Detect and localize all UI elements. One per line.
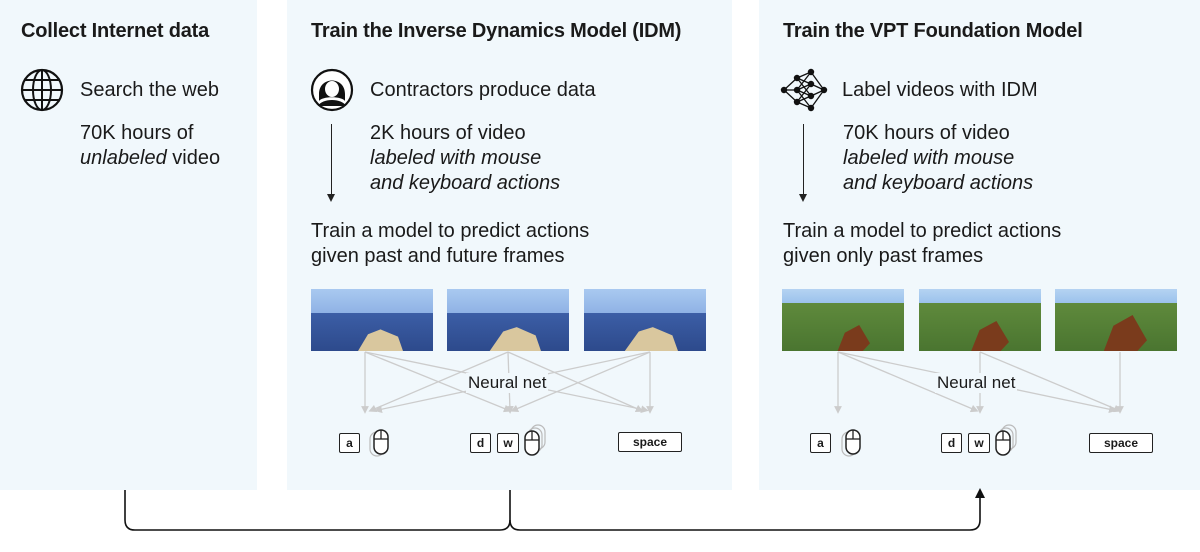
contractor-avatar-icon — [310, 68, 354, 112]
labeled-label: labeled with mouse — [843, 147, 1015, 169]
key-d: d — [470, 433, 491, 453]
vpt-neural-net-label: Neural net — [935, 373, 1018, 393]
train-line-2: given only past frames — [783, 245, 984, 267]
vpt-frame-1 — [782, 289, 904, 351]
train-line-2: given past and future frames — [311, 245, 565, 267]
step-label: Label videos with IDM — [842, 79, 1038, 101]
hours-label: 70K hours of video — [843, 122, 1010, 144]
key-d: d — [941, 433, 962, 453]
key-a: a — [339, 433, 360, 453]
key-w: w — [497, 433, 519, 453]
idm-neural-net-label: Neural net — [466, 373, 549, 393]
idm-frame-1 — [311, 289, 433, 351]
idm-frame-3 — [584, 289, 706, 351]
train-line-1: Train a model to predict actions — [783, 220, 1062, 242]
mouse-icon — [841, 429, 861, 457]
panel-collect-internet-data: Collect Internet data Search the web 70K… — [0, 0, 257, 490]
actions-label: and keyboard actions — [370, 172, 561, 194]
actions-label: and keyboard actions — [843, 172, 1034, 194]
step-label: Contractors produce data — [370, 79, 596, 101]
flow-connector — [124, 490, 981, 531]
panel-title: Collect Internet data — [21, 20, 210, 42]
unlabeled-word: unlabeled — [80, 147, 167, 169]
vpt-frame-3 — [1055, 289, 1177, 351]
train-line-1: Train a model to predict actions — [311, 220, 590, 242]
down-arrow — [327, 124, 335, 202]
neural-network-icon — [780, 68, 828, 112]
mouse-icon — [995, 424, 1017, 456]
vpt-frame-2 — [919, 289, 1041, 351]
panel-title: Train the VPT Foundation Model — [783, 20, 1083, 42]
flow-arrowhead — [975, 488, 985, 498]
key-w: w — [968, 433, 990, 453]
key-a: a — [810, 433, 831, 453]
video-word: video — [166, 147, 221, 169]
labeled-label: labeled with mouse — [370, 147, 542, 169]
down-arrow — [799, 124, 807, 202]
unlabeled-video-label: unlabeled video — [80, 146, 220, 171]
mouse-icon — [524, 424, 546, 456]
step-label: Search the web — [80, 79, 219, 101]
globe-icon — [20, 68, 64, 112]
key-space: space — [618, 432, 682, 452]
idm-frame-2 — [447, 289, 569, 351]
panel-title: Train the Inverse Dynamics Model (IDM) — [311, 20, 682, 42]
mouse-icon — [369, 429, 389, 457]
hours-label: 70K hours of — [80, 122, 194, 144]
hours-label: 2K hours of video — [370, 122, 526, 144]
key-space: space — [1089, 433, 1153, 453]
